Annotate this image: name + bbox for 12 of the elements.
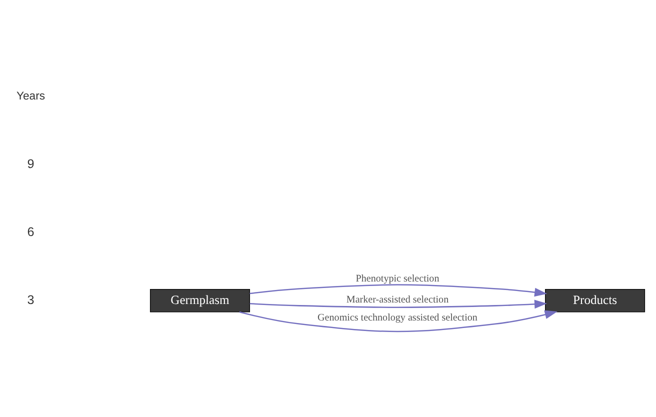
arrow <box>239 310 558 332</box>
node-box: Germplasm <box>150 289 250 312</box>
edge-label: Phenotypic selection <box>356 274 440 285</box>
label: 9 <box>27 156 34 171</box>
label: 6 <box>27 224 34 239</box>
edge-label: Marker-assisted selection <box>346 294 449 306</box>
arrow <box>250 300 548 309</box>
edge-label: Genomics technology assisted selection <box>318 312 478 324</box>
node-box: Products <box>545 289 646 312</box>
label: 3 <box>27 292 34 307</box>
arrow <box>250 284 548 297</box>
label: Years <box>16 90 46 103</box>
